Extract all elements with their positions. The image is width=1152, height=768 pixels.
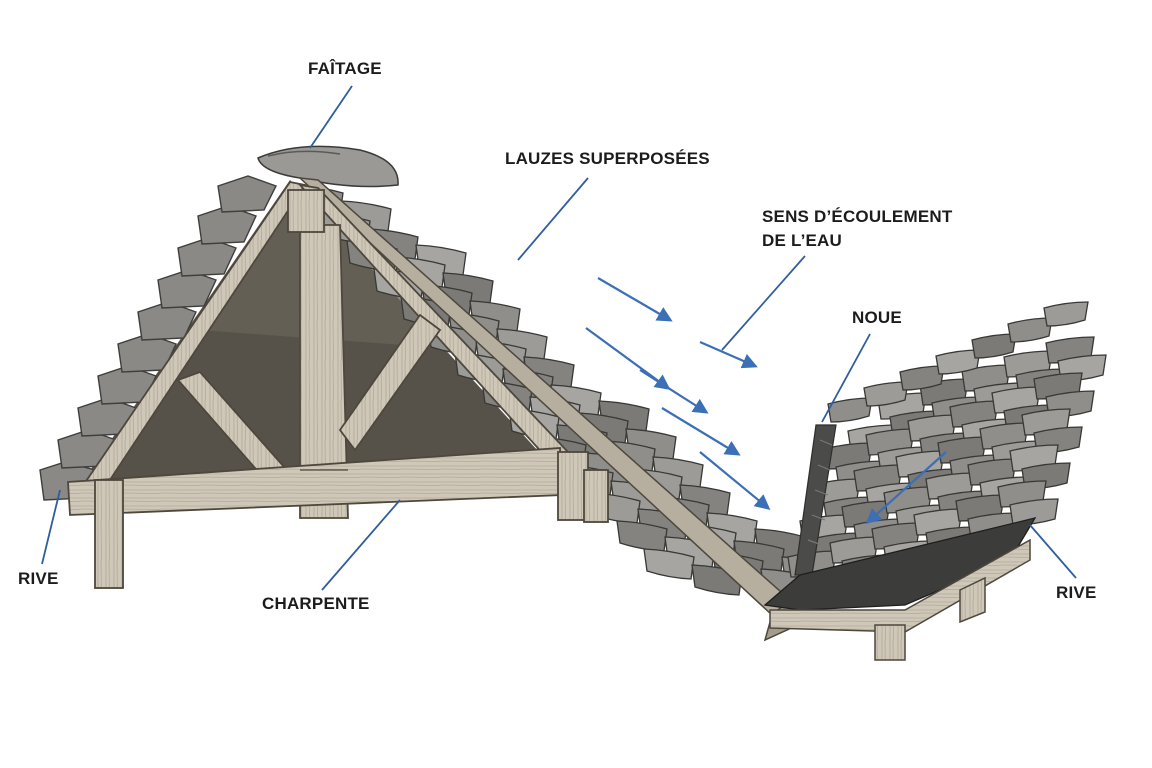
arrow-icon [661, 407, 741, 456]
leader-rive-right [1029, 524, 1077, 579]
slate-tile [971, 333, 1017, 359]
label-faitage: FAÎTAGE [308, 59, 382, 78]
ridge-cap [257, 145, 399, 188]
leader-rive-left [41, 489, 61, 565]
leader-lines [41, 85, 1077, 591]
label-sens-line2: DE L’EAU [762, 231, 843, 250]
slate-tile [935, 349, 981, 375]
leader-faitage [309, 85, 353, 149]
label-lauzes-superposees: LAUZES SUPERPOSÉES [505, 149, 710, 168]
arrow-icon [865, 451, 947, 525]
slate-tile [1009, 498, 1059, 526]
right-eave-timbers [769, 538, 1031, 661]
leader-lauzes [517, 177, 589, 261]
arrow-icon [597, 277, 673, 322]
label-sens-ecoulement: SENS D’ÉCOULEMENT DE L’EAU [762, 205, 952, 253]
label-noue: NOUE [852, 308, 902, 327]
slate-tile [1007, 317, 1053, 343]
slate-tile [899, 365, 945, 391]
leader-noue [821, 333, 871, 423]
arrow-icon [639, 369, 709, 414]
timber-frame-charpente [67, 181, 609, 589]
label-charpente: CHARPENTE [262, 594, 370, 613]
label-rive-left: RIVE [18, 569, 59, 588]
label-rive-right: RIVE [1056, 583, 1097, 602]
arrow-icon [699, 451, 771, 510]
slate-tile [827, 397, 873, 423]
label-sens-line1: SENS D’ÉCOULEMENT [762, 207, 953, 226]
slate-tile [863, 381, 909, 407]
leader-sens [721, 255, 806, 351]
leader-charpente [321, 499, 401, 591]
arrow-icon [699, 340, 758, 369]
slate-tile [1043, 301, 1089, 327]
flow-arrows [585, 277, 947, 525]
slate-tile [643, 548, 695, 580]
